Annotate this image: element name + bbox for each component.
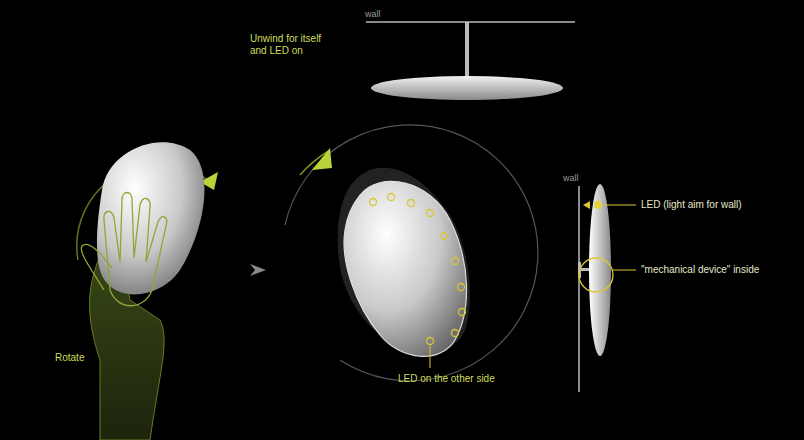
side-view: [430, 184, 636, 392]
action-note: Unwind for itself and LED on: [250, 33, 340, 57]
pebble-unwind: [285, 125, 538, 381]
led-note: LED on the other side: [398, 373, 495, 385]
device-note: "mechanical device" inside: [641, 264, 759, 276]
wall-label: wall: [563, 172, 579, 184]
next-arrow: [250, 264, 266, 276]
hand-rotate: [77, 142, 218, 440]
top-view: [366, 22, 575, 100]
led-note: LED (light aim for wall): [641, 199, 742, 211]
action-note: Rotate: [55, 352, 84, 364]
wall-label: wall: [365, 8, 381, 20]
